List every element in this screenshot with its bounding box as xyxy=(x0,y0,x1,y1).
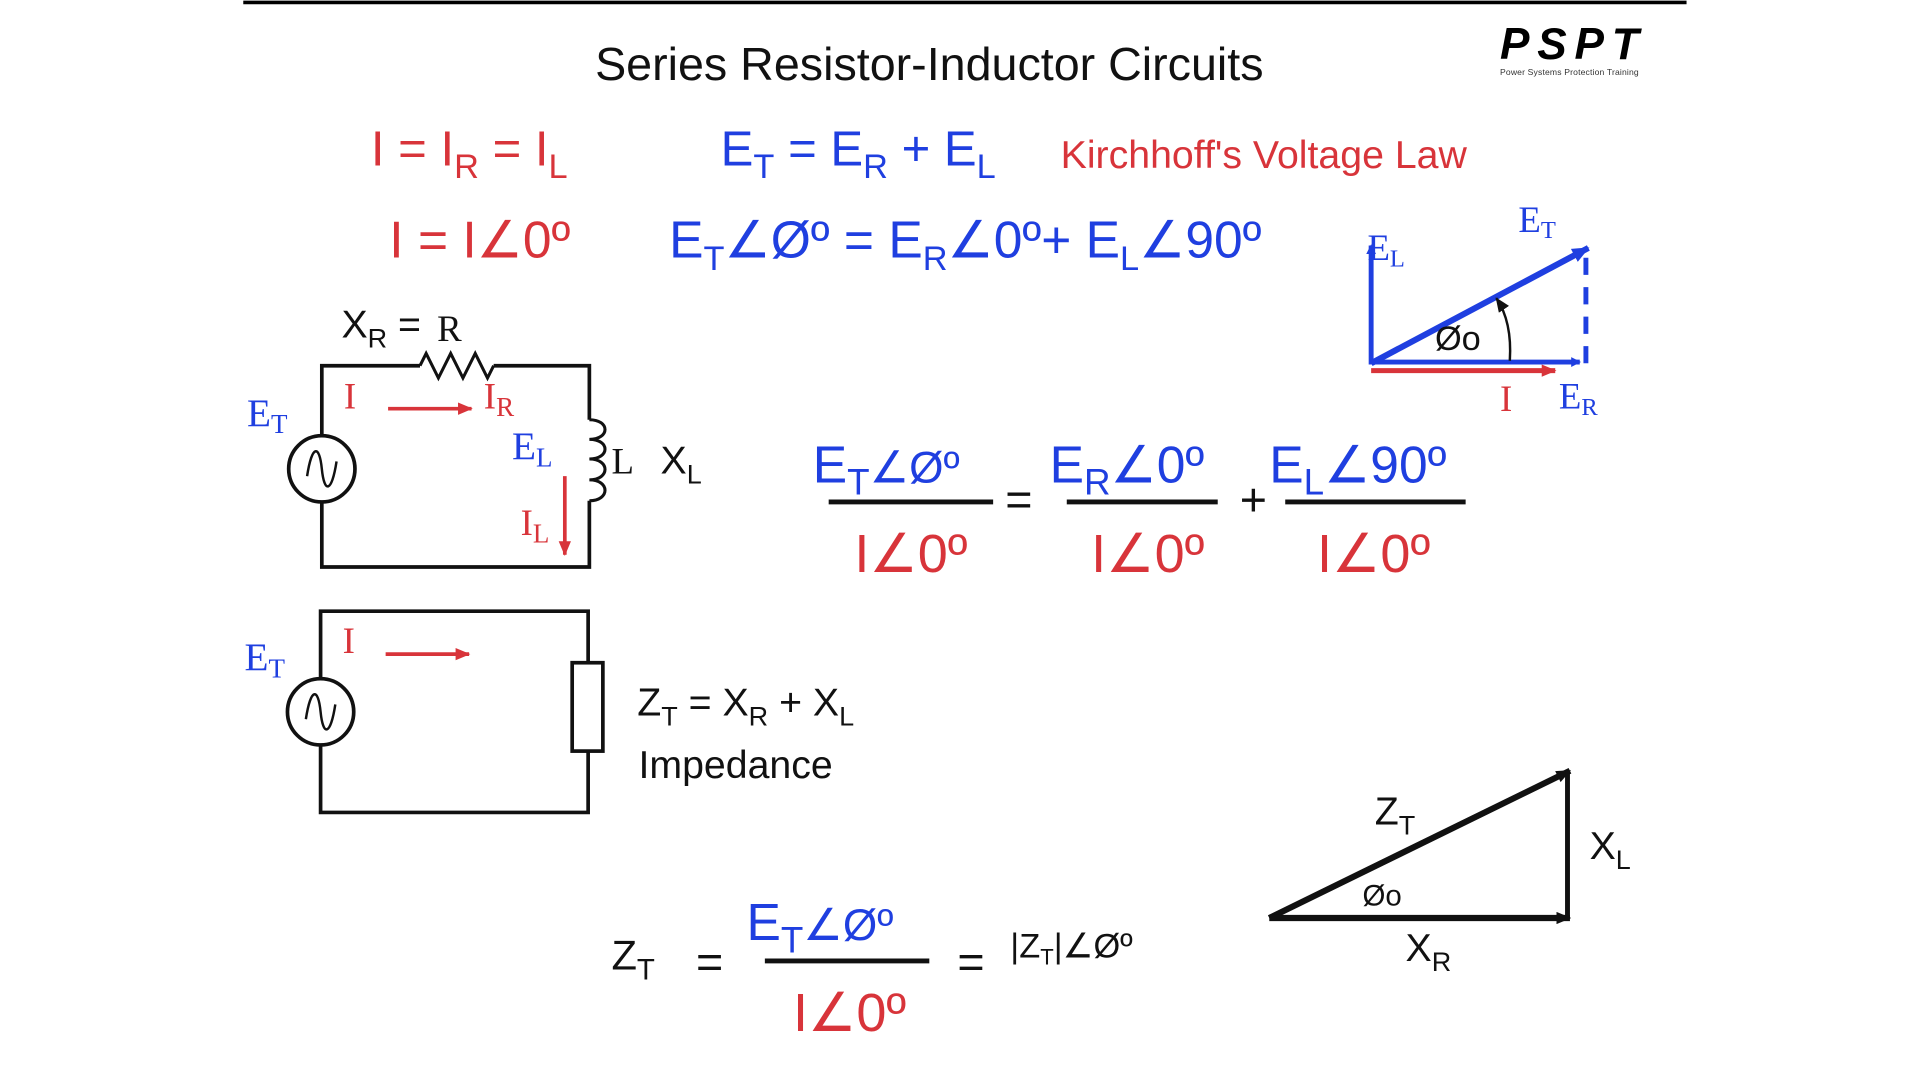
kvl-label: Kirchhoff's Voltage Law xyxy=(1061,133,1468,177)
slide-title: Series Resistor-Inductor Circuits xyxy=(595,38,1263,90)
svg-text:L: L xyxy=(611,441,633,482)
kvl-equation: ET = ER + EL xyxy=(721,123,996,186)
svg-text:XR: XR xyxy=(1406,926,1452,977)
svg-text:ZT: ZT xyxy=(611,932,654,987)
resistor-symbol xyxy=(418,350,496,382)
svg-text:PSPT: PSPT xyxy=(1500,20,1643,69)
svg-text:=: = xyxy=(957,936,984,988)
svg-text:I: I xyxy=(344,376,356,417)
current-equality: I = IR = IL xyxy=(371,123,568,186)
svg-text:I∠0º: I∠0º xyxy=(1091,524,1204,584)
svg-text:I∠0º: I∠0º xyxy=(854,524,967,584)
impedance-equation: ZT = ET∠Øº I∠0º = |ZT|∠Øº xyxy=(611,893,1133,1043)
ac-source-symbol xyxy=(285,676,356,747)
svg-text:ZT: ZT xyxy=(1375,790,1416,841)
svg-text:=: = xyxy=(696,936,723,988)
svg-text:Power Systems Protection Train: Power Systems Protection Training xyxy=(1500,67,1639,77)
svg-text:EL: EL xyxy=(512,425,553,472)
impedance-circuit: ET I ZT = XR + XL Impedance xyxy=(245,609,854,815)
svg-text:+: + xyxy=(1240,473,1267,525)
svg-text:I: I xyxy=(1500,378,1512,419)
svg-text:I∠0º: I∠0º xyxy=(1317,524,1430,584)
svg-text:Øo: Øo xyxy=(1363,880,1402,913)
ohms-law-fraction-equation: ET∠Øº I∠0º = ER∠0º I∠0º + EL∠90º I∠0º xyxy=(813,435,1466,584)
inductor-symbol xyxy=(589,418,607,503)
et-vector xyxy=(1369,245,1590,366)
svg-text:XL: XL xyxy=(1590,824,1631,875)
svg-text:IR: IR xyxy=(484,376,514,422)
svg-text:ET: ET xyxy=(1518,199,1555,244)
phasor-diagram: EL ET ER I Øo xyxy=(1366,199,1598,421)
phase-angle-arc xyxy=(1495,297,1512,361)
svg-text:Impedance: Impedance xyxy=(638,743,832,787)
svg-text:ET∠Øº: ET∠Øº xyxy=(813,435,960,502)
svg-text:EL: EL xyxy=(1367,227,1404,272)
svg-text:ET∠Øº: ET∠Øº xyxy=(746,893,893,960)
impedance-triangle: ZT XL XR Øo xyxy=(1267,767,1631,977)
svg-text:XR =: XR = xyxy=(341,303,421,354)
voltage-phasor-equation: ET∠Øº = ER∠0º+ EL∠90º xyxy=(669,211,1261,278)
svg-text:XL: XL xyxy=(661,439,702,490)
svg-text:Øo: Øo xyxy=(1435,320,1481,358)
svg-text:|ZT|∠Øº: |ZT|∠Øº xyxy=(1010,927,1133,969)
svg-text:EL∠90º: EL∠90º xyxy=(1269,435,1446,502)
svg-text:I∠0º: I∠0º xyxy=(793,983,906,1043)
svg-text:IL: IL xyxy=(521,502,550,548)
svg-text:ZT = XR + XL: ZT = XR + XL xyxy=(637,680,854,731)
svg-text:=: = xyxy=(1005,473,1032,525)
pspt-logo: PSPT Power Systems Protection Training xyxy=(1500,20,1643,77)
svg-text:ET: ET xyxy=(245,636,286,683)
svg-text:ER∠0º: ER∠0º xyxy=(1050,435,1205,502)
ac-source-symbol xyxy=(286,433,357,504)
svg-text:ET: ET xyxy=(247,392,288,439)
rl-series-circuit: XR = R ET I IR EL L XL IL xyxy=(247,303,702,569)
svg-text:R: R xyxy=(437,308,462,349)
impedance-symbol xyxy=(570,660,605,753)
svg-text:I: I xyxy=(343,620,355,661)
current-phasor: I = I∠0º xyxy=(389,211,570,269)
svg-text:ER: ER xyxy=(1559,376,1598,421)
